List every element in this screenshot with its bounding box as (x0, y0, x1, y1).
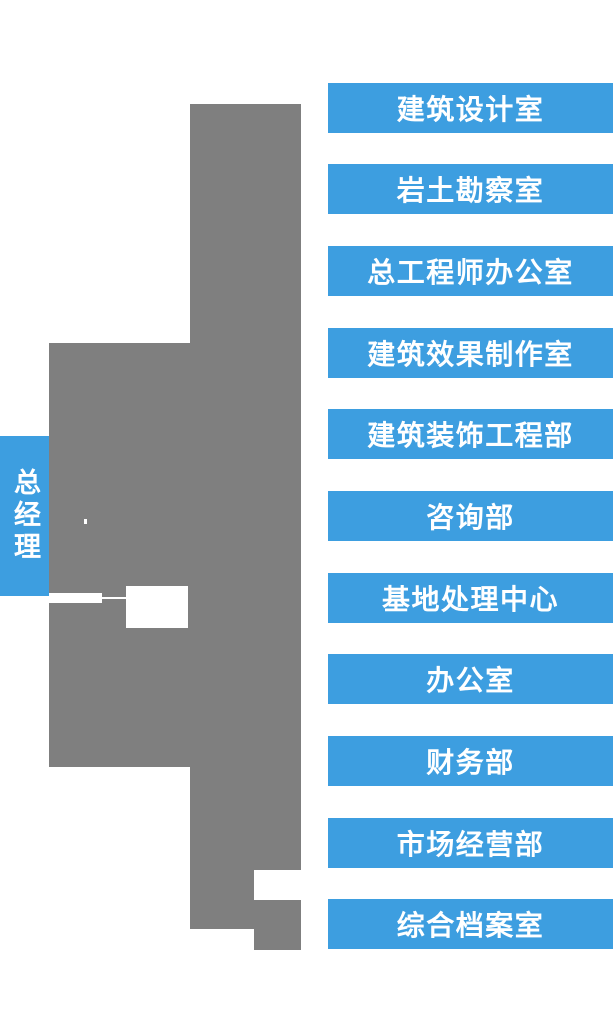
dept-label: 咨询部 (426, 502, 515, 533)
connector-notch-bottom-right (254, 870, 301, 900)
dept-box-consulting: 咨询部 (328, 491, 613, 541)
dept-box-office: 办公室 (328, 654, 613, 704)
dept-label: 市场经营部 (396, 829, 545, 860)
dept-label: 财务部 (426, 747, 515, 778)
connector-cutout-rect (126, 586, 188, 628)
dept-label: 总工程师办公室 (367, 257, 574, 288)
dept-label: 岩土勘察室 (396, 175, 545, 206)
connector-left-block (49, 343, 301, 767)
dept-box-market-operations: 市场经营部 (328, 818, 613, 868)
dept-box-base-processing-center: 基地处理中心 (328, 573, 613, 623)
dept-box-decoration-engineering: 建筑装饰工程部 (328, 409, 613, 459)
dept-label: 建筑设计室 (396, 94, 545, 125)
connector-cutout-line (102, 597, 126, 599)
dept-box-architecture-design: 建筑设计室 (328, 83, 613, 133)
dept-box-geotechnical-survey: 岩土勘察室 (328, 164, 613, 214)
root-box-general-manager: 总经理 (0, 436, 49, 596)
dept-label: 综合档案室 (396, 910, 545, 941)
root-box-label: 总经理 (10, 468, 40, 564)
dept-label: 建筑装饰工程部 (367, 420, 574, 451)
dept-box-rendering-studio: 建筑效果制作室 (328, 328, 613, 378)
dept-box-chief-engineer-office: 总工程师办公室 (328, 246, 613, 296)
dept-label: 基地处理中心 (381, 584, 559, 615)
connector-bottom-tail (254, 900, 301, 950)
connector-cutout-strip (49, 593, 102, 603)
dept-box-archives: 综合档案室 (328, 899, 613, 949)
connector-cutout-dot (84, 519, 87, 524)
dept-box-finance: 财务部 (328, 736, 613, 786)
dept-label: 建筑效果制作室 (367, 339, 574, 370)
dept-label: 办公室 (426, 665, 515, 696)
